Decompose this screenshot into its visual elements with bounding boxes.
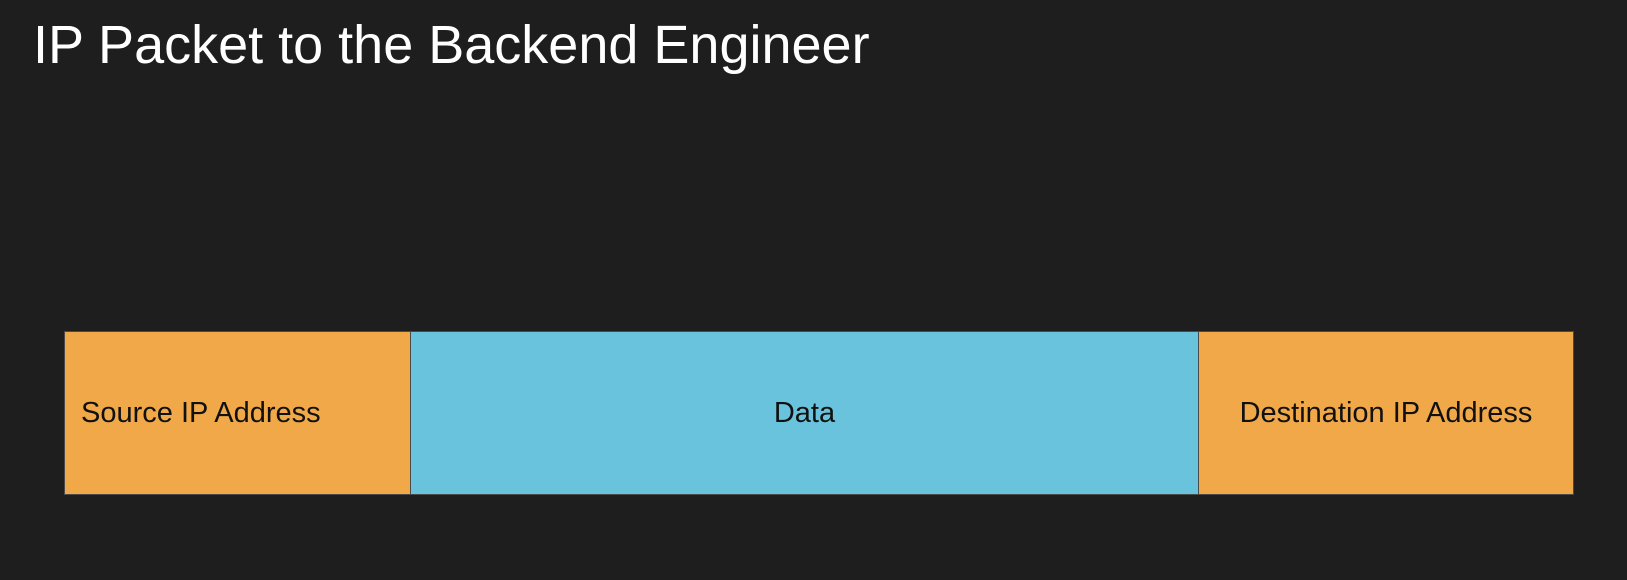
destination-ip-address-segment: Destination IP Address <box>1198 331 1574 495</box>
source-ip-address-label: Source IP Address <box>81 396 321 429</box>
data-label: Data <box>773 396 836 429</box>
source-ip-address-segment: Source IP Address <box>64 331 411 495</box>
slide-title: IP Packet to the Backend Engineer <box>33 15 870 75</box>
ip-packet-diagram: Source IP Address Data Destination IP Ad… <box>64 331 1574 495</box>
data-segment: Data <box>411 331 1198 495</box>
destination-ip-address-label: Destination IP Address <box>1239 396 1533 429</box>
